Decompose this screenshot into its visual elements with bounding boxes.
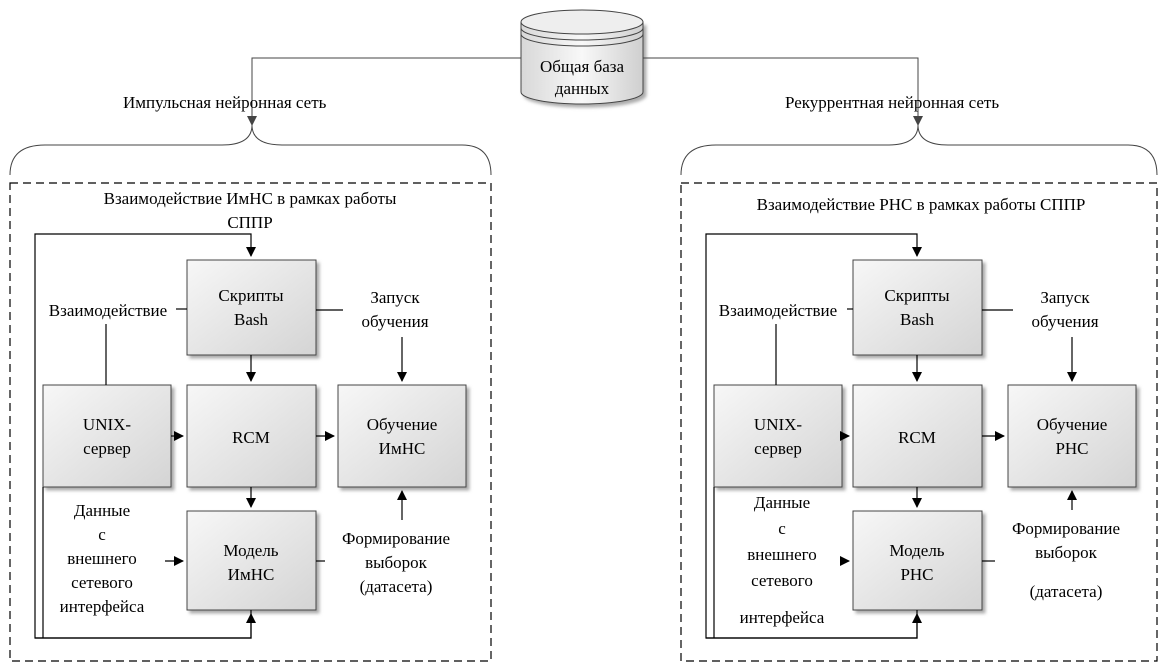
svg-text:интерфейса: интерфейса [740, 608, 825, 627]
svg-text:Данные: Данные [754, 493, 810, 512]
svg-text:сервер: сервер [754, 439, 802, 458]
left-sampling-label: Формирование выборок (датасета) [342, 529, 450, 596]
right-rcm-box: RCM [852, 384, 983, 488]
database-connectors [247, 57, 923, 126]
right-data-in-label: Данные с внешнего сетевого интерфейса [740, 493, 825, 627]
svg-text:Обучение: Обучение [1037, 415, 1108, 434]
svg-text:Bash: Bash [900, 310, 935, 329]
left-data-in-label: Данные с внешнего сетевого интерфейса [60, 501, 145, 616]
left-launch-line2: обучения [361, 312, 428, 331]
svg-text:(датасета): (датасета) [1030, 582, 1103, 601]
svg-text:внешнего: внешнего [67, 549, 136, 568]
right-interaction-label: Взаимодействие [719, 301, 837, 320]
left-model-box: Модель ИмНС [186, 510, 317, 611]
svg-text:с: с [98, 525, 106, 544]
right-sampling-label: Формирование выборок (датасета) [1012, 519, 1120, 601]
svg-text:Модель: Модель [223, 541, 278, 560]
left-title-line2: СППР [227, 213, 272, 232]
left-interaction-label: Взаимодействие [49, 301, 167, 320]
right-panel: Взаимодействие РНС в рамках работы СППР … [680, 182, 1158, 662]
svg-text:РНС: РНС [1055, 439, 1088, 458]
database-label-line2: данных [555, 79, 610, 98]
svg-text:RCM: RCM [232, 428, 270, 447]
right-branch-label: Рекуррентная нейронная сеть [785, 93, 999, 112]
left-title-line1: Взаимодействие ИмНС в рамках работы [104, 189, 397, 208]
left-scripts-box: Скрипты Bash [186, 259, 317, 356]
svg-text:сетевого: сетевого [71, 573, 133, 592]
right-train-box: Обучение РНС [1007, 384, 1137, 488]
left-dashed-frame [9, 182, 492, 662]
svg-text:Формирование: Формирование [1012, 519, 1120, 538]
svg-text:Скрипты: Скрипты [884, 286, 950, 305]
left-branch-label: Импульсная нейронная сеть [123, 93, 327, 112]
right-brace [680, 124, 1158, 176]
left-connectors [34, 233, 407, 639]
svg-text:UNIX-: UNIX- [83, 415, 131, 434]
database-cylinder: Общая база данных [520, 9, 644, 105]
right-connectors [705, 233, 1077, 639]
svg-text:сетевого: сетевого [751, 571, 813, 590]
svg-text:(датасета): (датасета) [360, 577, 433, 596]
svg-text:Формирование: Формирование [342, 529, 450, 548]
svg-text:ИмНС: ИмНС [379, 439, 426, 458]
svg-text:Данные: Данные [74, 501, 130, 520]
connector-to-left [247, 57, 521, 126]
svg-text:Обучение: Обучение [367, 415, 438, 434]
right-scripts-box: Скрипты Bash [852, 259, 983, 356]
right-dashed-frame [680, 182, 1158, 662]
connector-to-right [643, 57, 923, 126]
left-train-box: Обучение ИмНС [337, 384, 467, 488]
database-label-line1: Общая база [540, 57, 625, 76]
svg-text:внешнего: внешнего [747, 545, 816, 564]
right-title-line1: Взаимодействие РНС в рамках работы СППР [757, 195, 1086, 214]
svg-text:с: с [778, 519, 786, 538]
right-launch-line2: обучения [1031, 312, 1098, 331]
left-brace [9, 124, 492, 176]
svg-text:РНС: РНС [900, 565, 933, 584]
left-unix-box: UNIX- сервер [42, 384, 172, 488]
svg-text:выборок: выборок [1035, 543, 1098, 562]
right-launch-line1: Запуск [1040, 288, 1090, 307]
svg-text:выборок: выборок [365, 553, 428, 572]
right-model-box: Модель РНС [852, 510, 983, 611]
svg-text:Bash: Bash [234, 310, 269, 329]
svg-text:ИмНС: ИмНС [228, 565, 275, 584]
svg-text:UNIX-: UNIX- [754, 415, 802, 434]
svg-text:RCM: RCM [898, 428, 936, 447]
right-unix-box: UNIX- сервер [713, 384, 843, 488]
left-rcm-box: RCM [186, 384, 317, 488]
svg-text:Модель: Модель [889, 541, 944, 560]
svg-text:интерфейса: интерфейса [60, 597, 145, 616]
svg-text:сервер: сервер [83, 439, 131, 458]
left-panel: Взаимодействие ИмНС в рамках работы СППР… [9, 182, 492, 662]
svg-text:Скрипты: Скрипты [218, 286, 284, 305]
left-launch-line1: Запуск [370, 288, 420, 307]
